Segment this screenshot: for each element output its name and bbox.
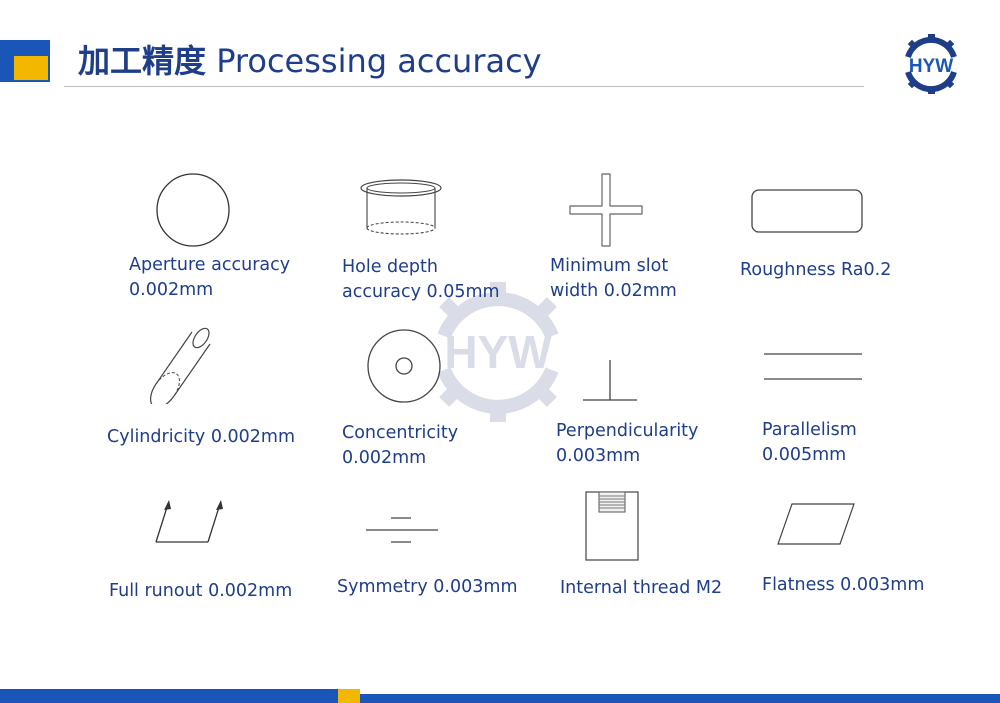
perpendicular-icon <box>583 360 637 401</box>
cross-slot-icon <box>569 173 643 247</box>
header-rule <box>64 86 864 87</box>
watermark-logo-icon: HYW <box>437 282 559 422</box>
circle-icon <box>156 173 230 247</box>
label-roughness: Roughness Ra0.2 <box>740 260 892 280</box>
hyw-logo-icon: HYW <box>905 34 957 94</box>
internal-thread-icon <box>585 491 639 561</box>
parallel-lines-icon <box>764 353 862 380</box>
cylinder-icon <box>149 327 211 404</box>
page-title-zh: 加工精度 <box>78 42 207 80</box>
footer-bar <box>0 689 1000 703</box>
label-flatness: Flatness 0.003mm <box>762 575 925 595</box>
hole-depth-icon <box>360 179 442 235</box>
logo-text: HYW <box>909 56 953 77</box>
watermark-text: HYW <box>444 326 552 378</box>
flatness-icon <box>777 503 855 545</box>
symmetry-icon <box>366 517 438 543</box>
page-title-en: Processing accuracy <box>216 42 542 80</box>
label-full-runout: Full runout 0.002mm <box>109 581 293 601</box>
page-title: 加工精度 Processing accuracy <box>78 36 542 82</box>
label-cylindricity: Cylindricity 0.002mm <box>107 427 296 447</box>
corner-accent-yellow <box>14 56 48 80</box>
label-internal-thread: Internal thread M2 <box>560 578 723 598</box>
concentric-circles-icon <box>367 329 441 403</box>
label-symmetry: Symmetry 0.003mm <box>337 577 518 597</box>
rounded-rectangle-icon <box>751 189 863 233</box>
full-runout-icon <box>155 500 223 543</box>
